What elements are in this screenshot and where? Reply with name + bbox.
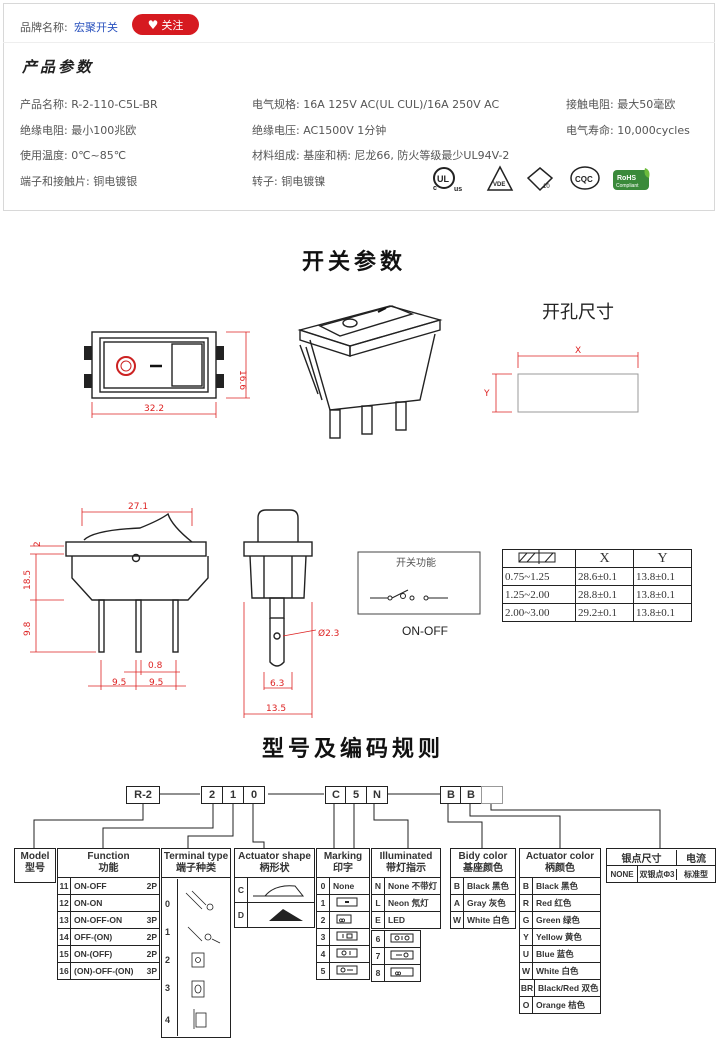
switch-function-label: ON-OFF	[402, 624, 448, 638]
actuator-shape-d-icon	[253, 909, 303, 921]
svg-text:VDE: VDE	[493, 182, 505, 188]
marking-2-icon: ꝏ	[336, 914, 352, 924]
marking-4-icon	[336, 948, 358, 958]
cert-icons: c UL us VDE 10 CQC RoHS Compliant	[433, 165, 650, 193]
spec-item: 使用温度: 0℃~85℃	[20, 149, 127, 162]
code-connector-lines	[33, 793, 661, 848]
hole-view: X Y	[483, 346, 639, 413]
svg-text:10: 10	[543, 184, 550, 190]
spec-item: 产品名称: R-2-110-C5L-BR	[20, 98, 158, 111]
divider	[3, 42, 715, 43]
col-silver-current: 银点尺寸 电流 NONE 双银点Φ3 标准型	[606, 848, 716, 883]
svg-text:0.8: 0.8	[148, 661, 163, 671]
code-box-model: R-2	[126, 786, 160, 804]
code-rule-title: 型号及编码规则	[262, 737, 445, 762]
svg-text:Ø2.3: Ø2.3	[318, 628, 339, 639]
code-box: B	[460, 786, 482, 804]
code-box: C	[325, 786, 347, 804]
svg-text:2: 2	[33, 541, 43, 547]
code-box: 5	[345, 786, 367, 804]
vde-icon: VDE	[486, 165, 514, 191]
panel-thickness-icon	[502, 549, 576, 568]
dim-hole-y: Y	[483, 389, 490, 399]
svg-text:UL: UL	[437, 174, 449, 184]
marking-8-icon: ꝏ	[390, 967, 414, 977]
svg-text:us: us	[454, 186, 462, 193]
svg-text:9.5: 9.5	[112, 678, 126, 688]
brand-label: 品牌名称:	[20, 21, 68, 34]
svg-text:9.8: 9.8	[23, 621, 33, 636]
marking-5-icon	[336, 965, 358, 975]
front-view: 32.2 16.6	[84, 331, 250, 418]
svg-text:6.3: 6.3	[270, 679, 284, 689]
marking-1-icon	[336, 897, 358, 907]
hole-size-title: 开孔尺寸	[542, 302, 614, 323]
code-box: 2	[201, 786, 223, 804]
dim-front-width: 32.2	[144, 404, 164, 414]
svg-text:RoHS: RoHS	[617, 175, 636, 182]
spec-item: 接触电阻: 最大50毫欧	[566, 98, 676, 111]
spec-item: 电气寿命: 10,000cycles	[566, 124, 690, 137]
switch-params-title: 开关参数	[302, 250, 407, 275]
code-box: 0	[243, 786, 265, 804]
terminal-type-icons	[185, 890, 221, 1029]
dim-hole-x: X	[575, 346, 581, 356]
marking-3-icon	[336, 931, 358, 941]
spec-item: 端子和接触片: 铜电镀银	[20, 175, 138, 188]
spec-item: 绝缘电阻: 最小100兆欧	[20, 124, 137, 137]
dim-front-height: 16.6	[237, 370, 247, 390]
svg-text:18.5: 18.5	[23, 570, 33, 590]
section-title: 产品参数	[22, 58, 95, 76]
technical-drawing: 32.2 16.6 X Y 27.1	[23, 305, 639, 718]
cqc-icon: CQC	[570, 166, 600, 190]
svg-text:CQC: CQC	[575, 175, 593, 184]
product-card	[3, 3, 715, 211]
code-box: 1	[222, 786, 244, 804]
svg-text:27.1: 27.1	[128, 502, 148, 512]
cul-us-icon: c UL us	[433, 167, 462, 193]
brand-link[interactable]: 宏聚开关	[74, 21, 118, 34]
svg-text:c: c	[433, 185, 437, 192]
enec-icon: 10	[526, 167, 554, 192]
marking-7-icon	[390, 950, 414, 960]
heart-icon: ♥	[147, 17, 159, 32]
marking-6-icon	[390, 933, 414, 943]
follow-label: 关注	[161, 18, 184, 32]
end-view: Ø2.3 6.3 13.5	[243, 509, 339, 718]
rohs-icon: RoHS Compliant	[613, 168, 650, 190]
side-view: 27.1 2 18.5 9.8 0.8 9.5 9.5	[23, 502, 209, 690]
code-box	[481, 786, 503, 804]
code-box: B	[440, 786, 462, 804]
spec-item: 材料组成: 基座和柄: 尼龙66, 防火等级最少UL94V-2	[252, 149, 510, 162]
switch-function-title: 开关功能	[396, 558, 436, 569]
actuator-shape-c-icon	[253, 885, 305, 897]
code-box: N	[366, 786, 388, 804]
switch-function-diagram	[357, 551, 481, 615]
svg-text:ꝏ: ꝏ	[339, 918, 345, 924]
iso-view	[297, 305, 443, 439]
table-header-row: X Y	[502, 549, 692, 568]
spec-item: 转子: 铜电镀镍	[252, 175, 326, 188]
follow-button[interactable]: ♥ 关注	[132, 14, 199, 35]
svg-text:Compliant: Compliant	[616, 183, 639, 189]
svg-text:13.5: 13.5	[266, 704, 286, 714]
spec-item: 绝缘电压: AC1500V 1分钟	[252, 124, 387, 137]
spec-item: 电气规格: 16A 125V AC(UL CUL)/16A 250V AC	[252, 98, 500, 111]
svg-text:ꝏ: ꝏ	[395, 971, 401, 977]
svg-text:9.5: 9.5	[149, 678, 163, 688]
